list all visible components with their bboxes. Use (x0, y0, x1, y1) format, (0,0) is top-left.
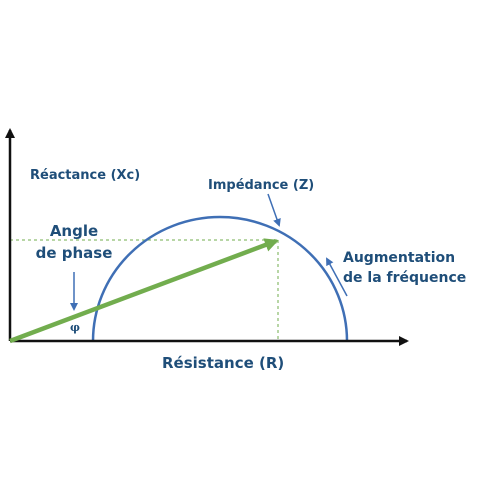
phase-angle-label-line1: Angle (50, 222, 98, 240)
impedance-pointer-arrow (267, 193, 281, 227)
y-axis-label: Réactance (Xc) (30, 168, 140, 183)
phi-symbol: φ (70, 321, 80, 334)
impedance-arc (91, 215, 349, 342)
x-axis-label: Résistance (R) (162, 354, 284, 372)
frequency-direction-arrow (326, 257, 348, 297)
phase-angle-label-line2: de phase (36, 244, 113, 262)
impedance-vector-arrow (9, 238, 279, 344)
frequency-label-line2: de la fréquence (343, 270, 466, 286)
impedance-label: Impédance (Z) (208, 178, 314, 193)
frequency-label-line1: Augmentation (343, 250, 455, 266)
